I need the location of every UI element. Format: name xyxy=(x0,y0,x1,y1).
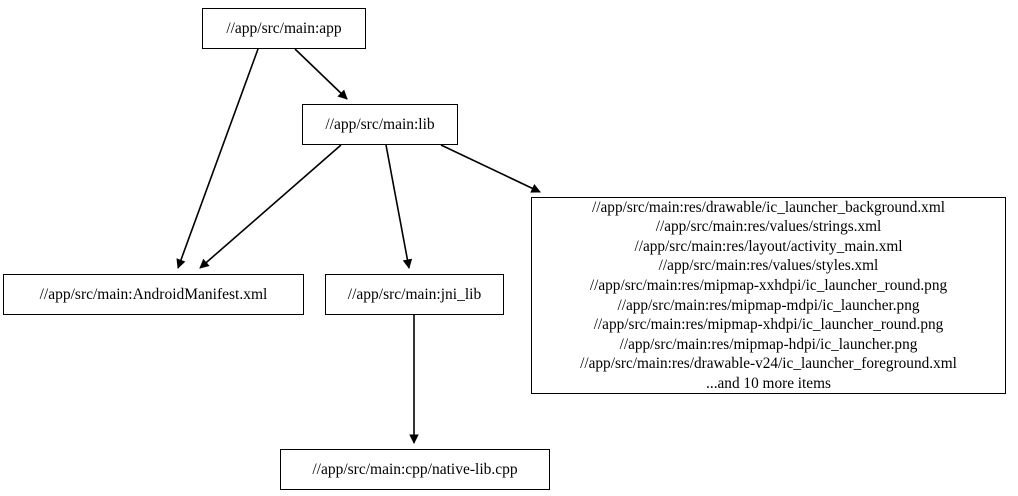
node-app[interactable]: //app/src/main:app xyxy=(202,8,366,49)
edge-lib-to-jni-lib xyxy=(385,144,413,269)
node-jni-lib-label: //app/src/main:jni_lib xyxy=(347,285,482,303)
node-app-label: //app/src/main:app xyxy=(226,19,342,37)
edge-lib-to-manifest xyxy=(199,144,342,269)
edge-lib-to-res xyxy=(440,144,541,193)
node-native-lib-cpp[interactable]: //app/src/main:cpp/native-lib.cpp xyxy=(280,449,550,490)
node-native-lib-cpp-label: //app/src/main:cpp/native-lib.cpp xyxy=(312,460,518,478)
node-res-group[interactable]: //app/src/main:res/drawable/ic_launcher_… xyxy=(531,197,1006,394)
node-android-manifest-label: //app/src/main:AndroidManifest.xml xyxy=(39,285,268,303)
node-lib-label: //app/src/main:lib xyxy=(325,115,435,133)
node-lib[interactable]: //app/src/main:lib xyxy=(302,104,458,145)
node-res-group-label: //app/src/main:res/drawable/ic_launcher_… xyxy=(580,198,957,392)
edge-app-to-lib xyxy=(294,48,348,100)
node-jni-lib[interactable]: //app/src/main:jni_lib xyxy=(325,274,504,315)
edge-app-to-manifest xyxy=(176,48,259,269)
node-android-manifest[interactable]: //app/src/main:AndroidManifest.xml xyxy=(3,274,304,315)
